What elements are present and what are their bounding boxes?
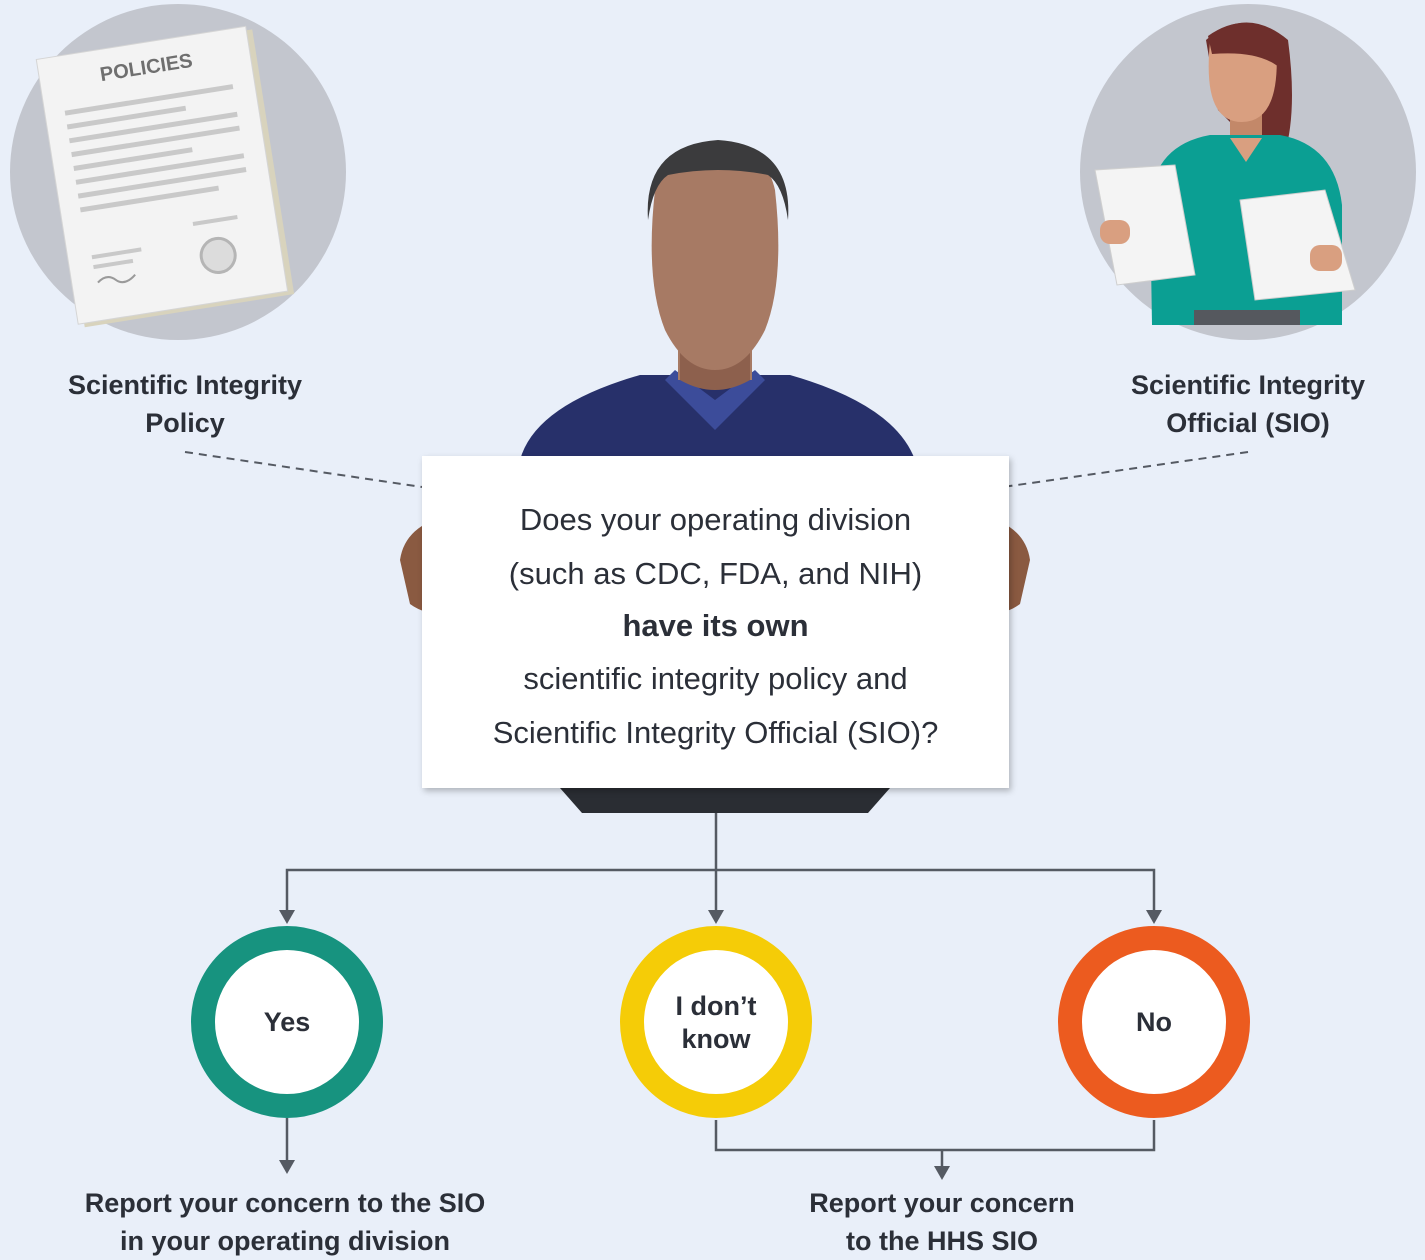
question-line-4: scientific integrity policy and xyxy=(523,661,908,696)
sio-label-line-2: Official (SIO) xyxy=(1166,408,1330,438)
policy-illustration: POLICIES xyxy=(10,4,346,340)
yes-outcome-line-2: in your operating division xyxy=(119,1226,451,1256)
no-label: No xyxy=(1079,1006,1229,1039)
flow-connectors xyxy=(285,813,1156,1168)
question-line-2: (such as CDC, FDA, and NIH) xyxy=(508,556,923,591)
hhs-outcome-line-2: to the HHS SIO xyxy=(845,1226,1038,1256)
question-line-3: have its own xyxy=(622,608,809,643)
no-ring xyxy=(1058,926,1250,1118)
question-line-5: Scientific Integrity Official (SIO)? xyxy=(492,715,939,750)
official-connector xyxy=(1002,451,1249,488)
sio-label: Scientific Integrity Official (SIO) xyxy=(1090,366,1406,442)
dont-know-ring xyxy=(620,926,812,1118)
policy-label: Scientific Integrity Policy xyxy=(35,366,335,442)
hhs-outcome: Report your concern to the HHS SIO xyxy=(742,1184,1142,1260)
no-label-text: No xyxy=(1136,1007,1172,1037)
official-illustration xyxy=(1080,4,1416,340)
dont-know-line-1: I don’t xyxy=(675,991,757,1021)
yes-ring xyxy=(191,926,383,1118)
yes-label-text: Yes xyxy=(263,1007,311,1037)
question-sign: Does your operating division (such as CD… xyxy=(422,456,1009,788)
dont-know-line-2: know xyxy=(681,1024,751,1054)
hhs-outcome-line-1: Report your concern xyxy=(809,1188,1075,1218)
person-illustration xyxy=(400,140,1030,813)
policy-connector xyxy=(184,451,423,488)
policy-label-line-2: Policy xyxy=(145,408,225,438)
policy-label-line-1: Scientific Integrity xyxy=(67,370,303,400)
sio-label-line-1: Scientific Integrity xyxy=(1130,370,1366,400)
flow-arrowheads xyxy=(279,910,1162,1180)
yes-outcome: Report your concern to the SIO in your o… xyxy=(35,1184,535,1260)
question-line-1: Does your operating division xyxy=(519,502,912,537)
yes-label: Yes xyxy=(212,1006,362,1039)
dont-know-label: I don’t know xyxy=(641,990,791,1056)
yes-outcome-line-1: Report your concern to the SIO xyxy=(84,1188,486,1218)
